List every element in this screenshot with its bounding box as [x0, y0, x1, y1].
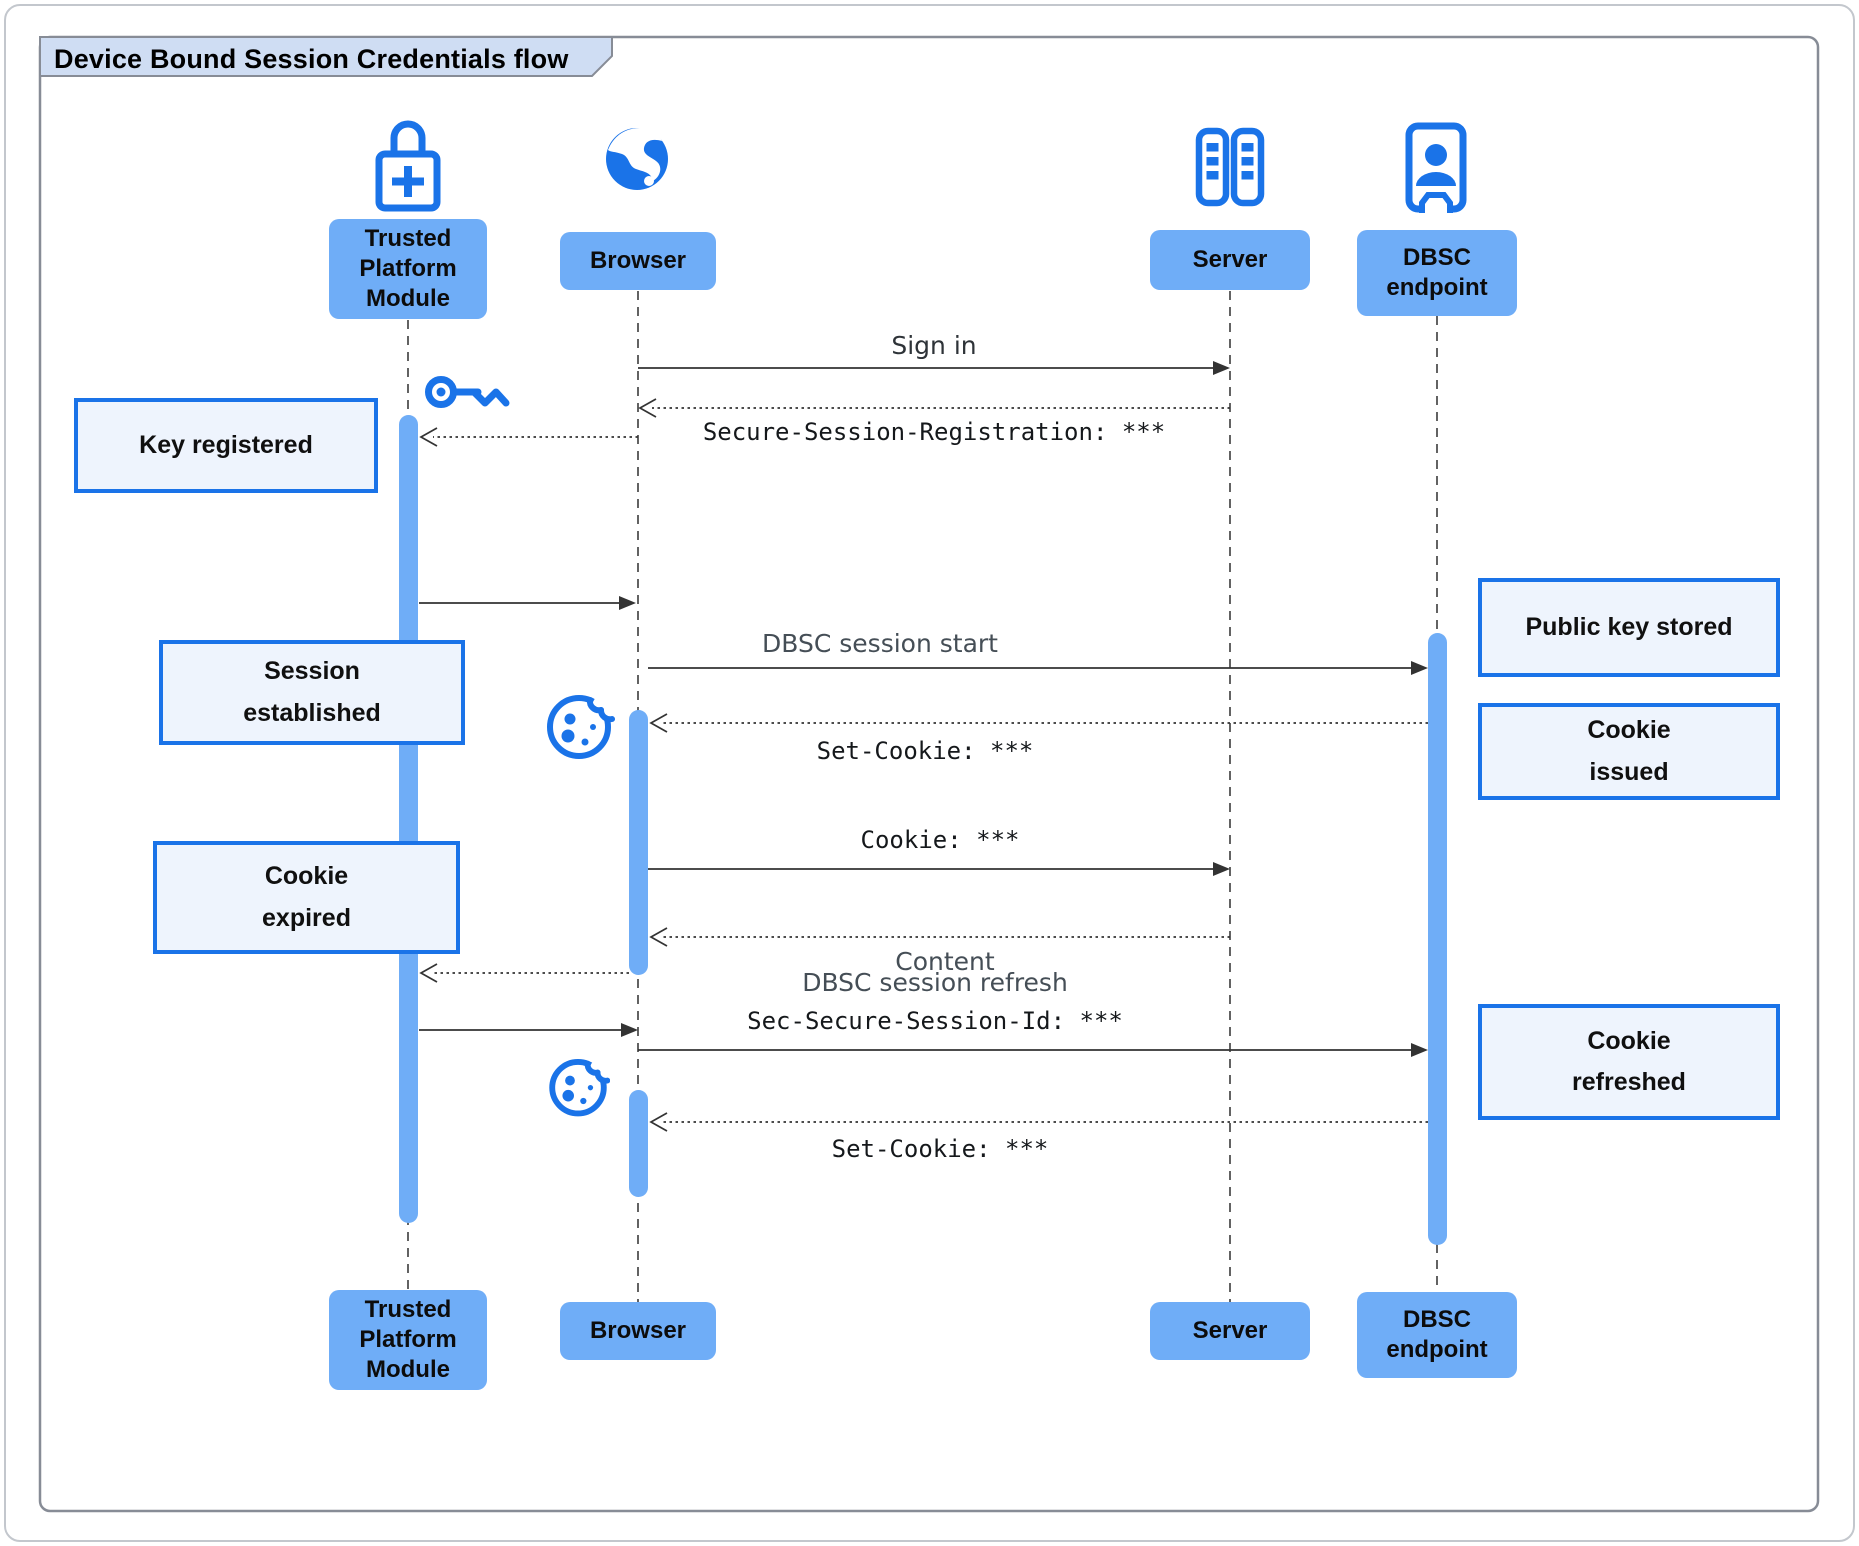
note-public-key-stored: Public key stored	[1478, 578, 1780, 677]
participant-dbsc-bottom: DBSC endpoint	[1357, 1292, 1517, 1378]
arrow-set-cookie-1	[649, 713, 1428, 733]
participant-tpm-top: Trusted Platform Module	[329, 219, 487, 319]
cookie-icon	[546, 1051, 610, 1119]
cookie-glyph	[547, 694, 615, 759]
cookie-glyph	[549, 1058, 610, 1117]
message-label-secure-session-registration: Secure-Session-Registration: ***	[702, 418, 1166, 446]
screenshot-border	[4, 4, 1855, 1542]
diagram-title: Device Bound Session Credentials flow	[54, 44, 569, 74]
arrow-dbsc-session-refresh	[638, 1043, 1428, 1057]
booth-person-glyph	[1405, 122, 1467, 214]
arrow-tpm-to-browser-2	[419, 1023, 638, 1037]
cookie-icon	[543, 686, 615, 762]
message-label-set-cookie-2: Set-Cookie: ***	[831, 1135, 1049, 1163]
activation-bar-browser-2	[629, 1090, 648, 1197]
note-cookie-issued: Cookie issued	[1478, 703, 1780, 800]
message-label-dbsc-session-refresh: DBSC session refresh	[802, 968, 1068, 997]
participant-browser-top: Browser	[560, 232, 716, 290]
participant-tpm-bottom: Trusted Platform Module	[329, 1290, 487, 1390]
activation-bar-dbsc	[1428, 633, 1447, 1245]
message-label-cookie: Cookie: ***	[860, 826, 1020, 854]
message-label-dbsc-session-start: DBSC session start	[762, 629, 998, 658]
lock-plus-glyph	[375, 120, 441, 212]
arrow-browser-to-tpm-1	[419, 427, 638, 447]
arrow-cookie	[648, 862, 1230, 876]
message-label-sec-secure-session-id: Sec-Secure-Session-Id: ***	[747, 1007, 1123, 1035]
activation-bar-tpm	[399, 415, 418, 1223]
note-key-registered: Key registered	[74, 398, 378, 493]
arrow-secure-session-registration	[638, 398, 1230, 418]
server-rack-glyph	[1195, 127, 1265, 207]
message-label-content: Content	[895, 947, 995, 976]
message-label-sign-in: Sign in	[891, 331, 977, 360]
participant-dbsc-top: DBSC endpoint	[1357, 230, 1517, 316]
participant-server-bottom: Server	[1150, 1302, 1310, 1360]
lock-plus-icon	[372, 106, 444, 214]
globe-glyph	[606, 128, 668, 190]
globe-icon	[602, 124, 672, 194]
participant-server-top: Server	[1150, 230, 1310, 290]
arrow-set-cookie-2	[649, 1112, 1428, 1132]
note-session-established: Session established	[159, 640, 465, 745]
server-rack-icon	[1194, 126, 1266, 208]
key-glyph	[425, 376, 510, 408]
participant-browser-bottom: Browser	[560, 1302, 716, 1360]
booth-person-icon	[1400, 122, 1472, 214]
arrow-dbsc-session-start	[648, 661, 1428, 675]
arrow-content	[649, 927, 1230, 947]
arrow-tpm-to-browser-1	[419, 596, 636, 610]
message-label-set-cookie-1: Set-Cookie: ***	[816, 737, 1034, 765]
arrow-sign-in	[638, 361, 1230, 375]
note-cookie-expired: Cookie expired	[153, 841, 460, 954]
activation-bar-browser-1	[629, 710, 648, 975]
key-icon	[424, 366, 514, 418]
diagram-frame	[38, 35, 1820, 1513]
arrow-browser-to-tpm-2	[419, 963, 629, 983]
note-cookie-refreshed: Cookie refreshed	[1478, 1004, 1780, 1120]
